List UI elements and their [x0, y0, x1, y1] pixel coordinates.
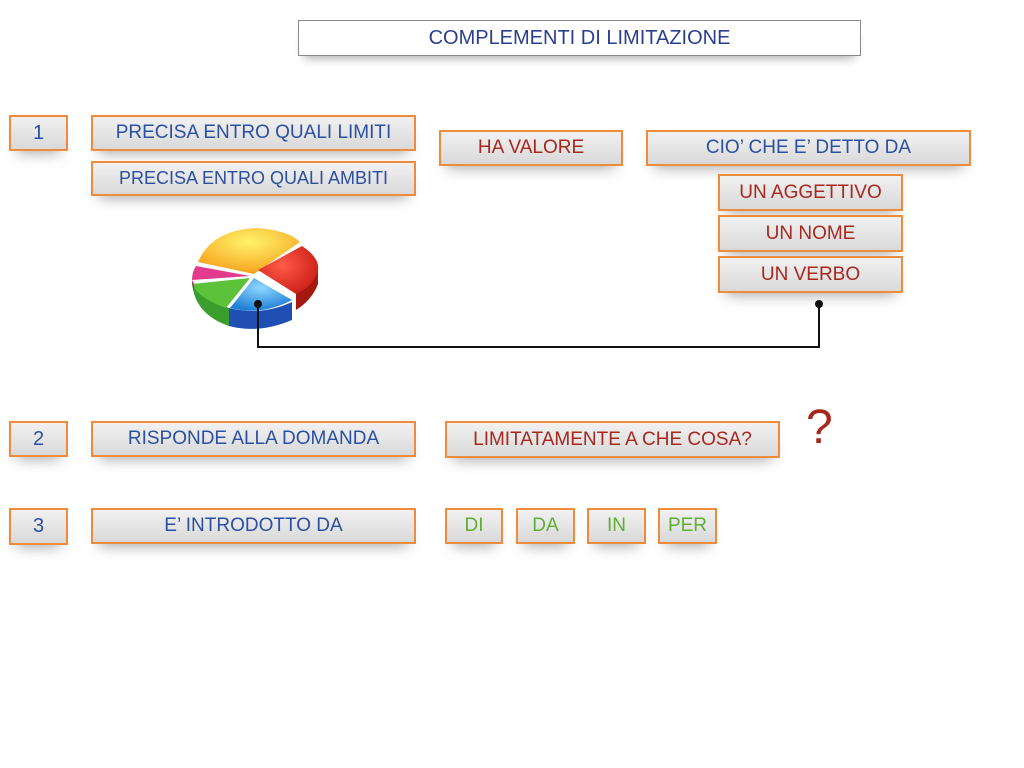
row-number-3: 3	[9, 508, 68, 545]
row-number-2: 2	[9, 421, 68, 457]
detto-da-box: CIO’ CHE E’ DETTO DA	[646, 130, 971, 166]
row-number-1: 1	[9, 115, 68, 151]
precisa-limiti-box: PRECISA ENTRO QUALI LIMITI	[91, 115, 416, 151]
page-title: COMPLEMENTI DI LIMITAZIONE	[298, 20, 861, 56]
question-mark: ?	[806, 401, 833, 454]
introdotto-box: E’ INTRODOTTO DA	[91, 508, 416, 544]
question-box: LIMITATAMENTE A CHE COSA?	[445, 421, 780, 458]
nome-box: UN NOME	[718, 215, 903, 252]
preposition-in: IN	[587, 508, 646, 544]
aggettivo-box: UN AGGETTIVO	[718, 174, 903, 211]
verbo-box: UN VERBO	[718, 256, 903, 293]
preposition-di: DI	[445, 508, 503, 544]
precisa-ambiti-box: PRECISA ENTRO QUALI AMBITI	[91, 161, 416, 196]
preposition-per: PER	[658, 508, 717, 544]
ha-valore-box: HA VALORE	[439, 130, 623, 166]
preposition-da: DA	[516, 508, 575, 544]
risponde-box: RISPONDE ALLA DOMANDA	[91, 421, 416, 457]
3d-pie-chart-icon	[192, 228, 319, 329]
